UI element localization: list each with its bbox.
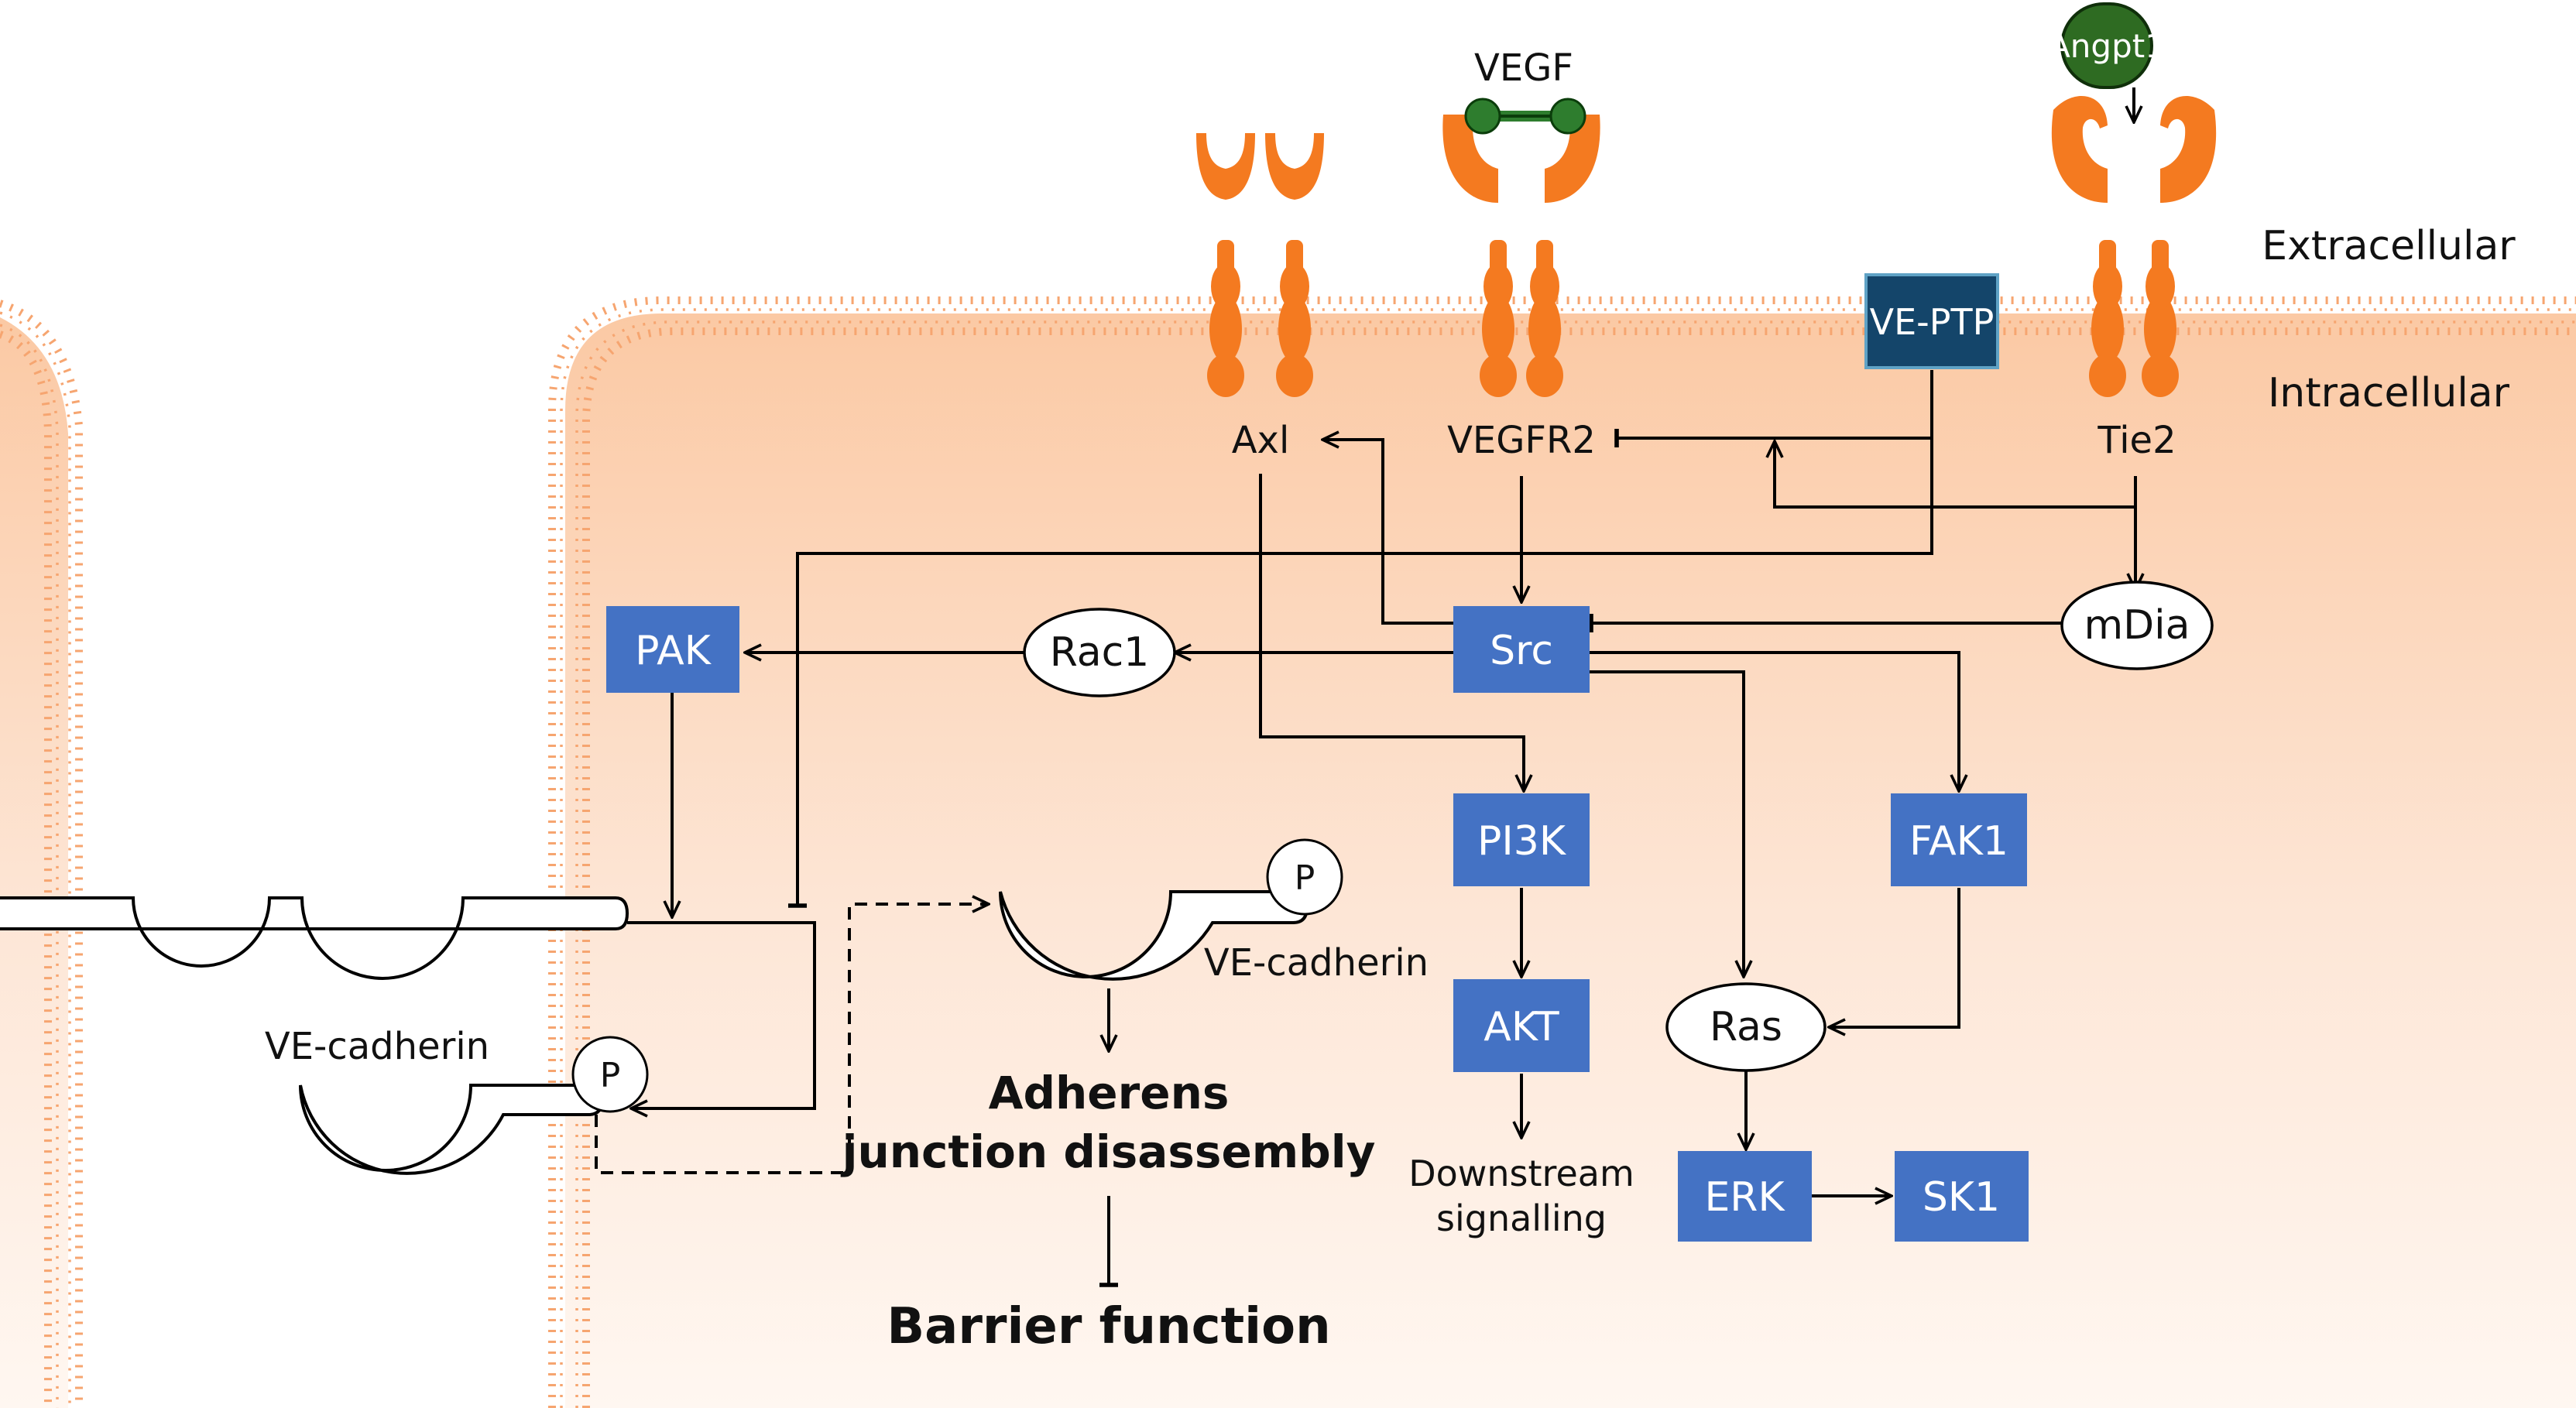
ve-cadherin-junction bbox=[0, 896, 629, 980]
angpt1-ligand: Angpt1 bbox=[2048, 2, 2166, 89]
axl-to-pi3k-arrow bbox=[1259, 474, 1524, 791]
ras-label: Ras bbox=[1710, 1004, 1782, 1050]
angpt1-label: Angpt1 bbox=[2048, 27, 2166, 65]
tie2-to-veptp-arrow bbox=[1775, 441, 2135, 509]
fak1-label: FAK1 bbox=[1909, 818, 2008, 865]
pak-label: PAK bbox=[635, 628, 712, 674]
left-cell-membrane bbox=[0, 300, 83, 1408]
intracellular-label: Intracellular bbox=[2268, 370, 2510, 416]
tie2-receptor bbox=[2051, 95, 2217, 397]
ve-cadherin-phosphorylated bbox=[299, 1084, 605, 1175]
adherens-label-line1: Adherens bbox=[989, 1067, 1230, 1119]
mdia-node: mDia bbox=[2060, 581, 2214, 670]
src-to-ras-arrow bbox=[1590, 670, 1744, 977]
phospho-right-label: P bbox=[1295, 858, 1315, 898]
vegfr2-label: VEGFR2 bbox=[1447, 419, 1596, 462]
src-label: Src bbox=[1490, 628, 1553, 674]
plasma-membrane bbox=[548, 296, 2576, 1408]
extracellular-label: Extracellular bbox=[2262, 223, 2516, 269]
axl-label: Axl bbox=[1232, 419, 1290, 462]
erk-label: ERK bbox=[1704, 1174, 1785, 1221]
ve-ptp-node: VE-PTP bbox=[1864, 273, 1999, 369]
rac1-node: Rac1 bbox=[1023, 608, 1176, 697]
junction-to-phospho-arrow bbox=[627, 921, 816, 1108]
vegfr2-receptor bbox=[1442, 115, 1600, 397]
akt-node: AKT bbox=[1453, 979, 1590, 1072]
ve-cadherin-left-label: VE-cadherin bbox=[265, 1025, 489, 1068]
pi3k-node: PI3K bbox=[1453, 793, 1590, 886]
barrier-function-label: Barrier function bbox=[887, 1298, 1330, 1355]
vegf-ligand bbox=[1464, 98, 1586, 135]
adherens-label-line2: junction disassembly bbox=[841, 1125, 1376, 1178]
src-node: Src bbox=[1453, 606, 1590, 693]
ve-ptp-label: VE-PTP bbox=[1870, 301, 1995, 343]
axl-receptor bbox=[1196, 133, 1324, 397]
downstream-label-line2: signalling bbox=[1436, 1197, 1607, 1239]
fak1-node: FAK1 bbox=[1891, 793, 2027, 886]
fak1-to-ras-arrow bbox=[1829, 888, 1960, 1027]
veptp-inhibits-vecadherin bbox=[788, 370, 1933, 908]
phospho-left-label: P bbox=[600, 1056, 621, 1095]
ras-node: Ras bbox=[1665, 982, 1827, 1072]
src-to-fak1-arrow bbox=[1590, 651, 1959, 791]
erk-node: ERK bbox=[1678, 1151, 1812, 1242]
vegf-label: VEGF bbox=[1474, 46, 1573, 90]
sk1-node: SK1 bbox=[1895, 1151, 2029, 1242]
connectors bbox=[595, 370, 2135, 1287]
ve-cadherin-right-label: VE-cadherin bbox=[1204, 941, 1429, 985]
akt-label: AKT bbox=[1484, 1004, 1559, 1050]
pi3k-label: PI3K bbox=[1477, 818, 1567, 865]
sk1-label: SK1 bbox=[1923, 1174, 2000, 1221]
tie2-label: Tie2 bbox=[2097, 419, 2176, 462]
rac1-label: Rac1 bbox=[1050, 629, 1150, 676]
mdia-label: mDia bbox=[2084, 602, 2190, 649]
pak-node: PAK bbox=[606, 606, 739, 693]
phospho-group-right: P bbox=[1266, 838, 1343, 916]
phospho-group-left: P bbox=[571, 1036, 649, 1113]
downstream-label-line1: Downstream bbox=[1408, 1153, 1634, 1194]
src-to-axl-arrow bbox=[1322, 440, 1453, 625]
